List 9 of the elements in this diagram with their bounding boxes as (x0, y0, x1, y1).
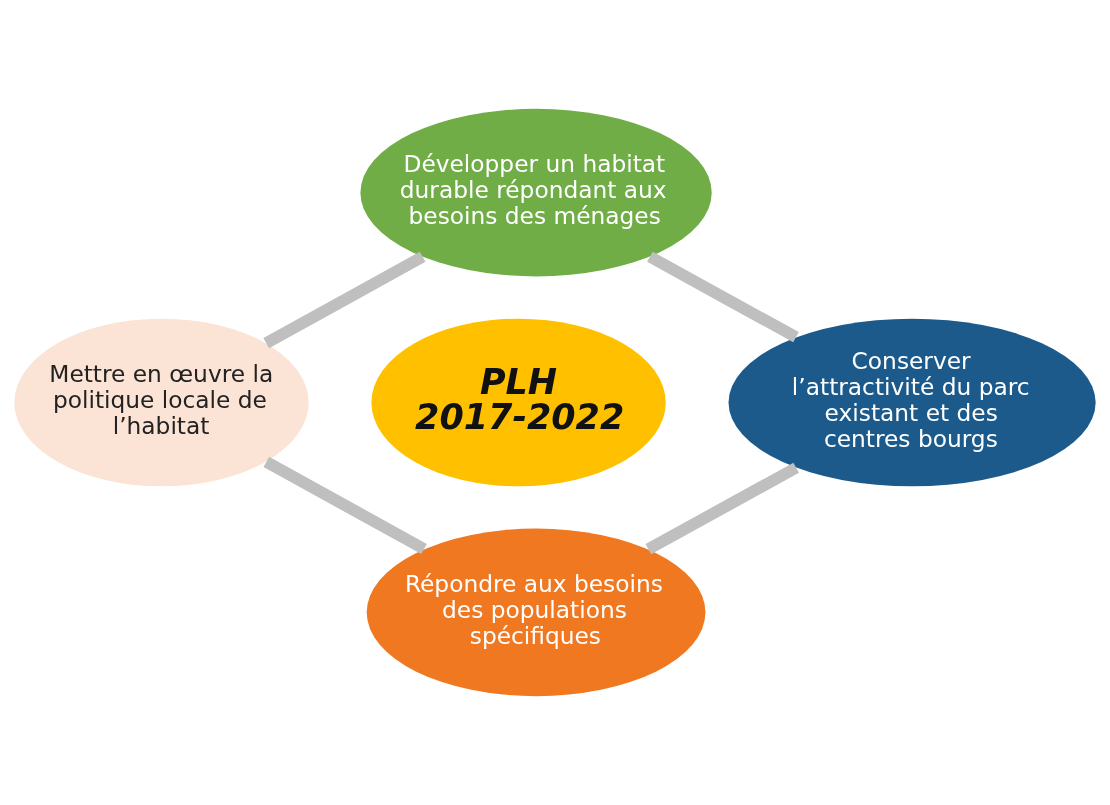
connector (645, 462, 799, 555)
connector (647, 251, 799, 343)
node-ellipse: Mettre en œuvre la politique locale de l’habitat (14, 318, 309, 487)
node-ellipse: Conserver l’attractivité du parc existant et des centres bourgs (728, 318, 1096, 487)
node-ellipse: Répondre aux besoins des populations spécifiques (366, 528, 706, 697)
node-ellipse: PLH 2017-2022 (371, 318, 666, 487)
connector (263, 456, 427, 555)
connector (263, 251, 426, 349)
node-ellipse: Développer un habitat durable répondant aux besoins des ménages (360, 108, 712, 277)
